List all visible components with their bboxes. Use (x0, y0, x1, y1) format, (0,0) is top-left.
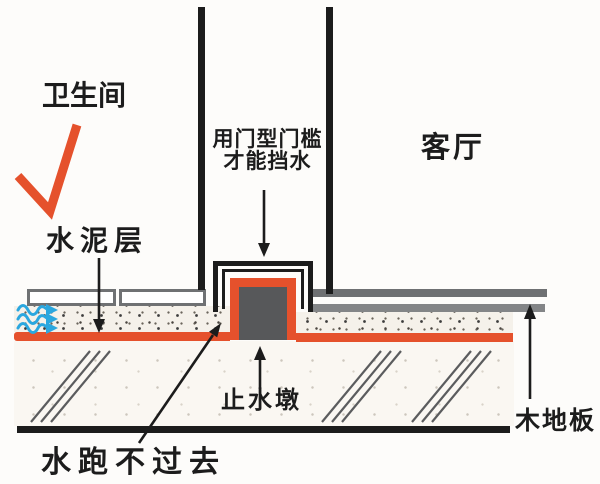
waterproof-membrane-right (296, 333, 513, 342)
threshold-note-line1: 用门型门槛 (212, 128, 323, 151)
wood-floor-top-layer (313, 289, 547, 297)
cement-screed-left (14, 306, 230, 332)
door-shaped-threshold-inner (222, 269, 304, 309)
door-shaped-threshold-outer (213, 261, 313, 312)
threshold-note: 用门型门槛 才能挡水 (195, 128, 340, 174)
water-stop-pier-label: 止水墩 (221, 387, 302, 414)
wood-floor-bottom-layer (313, 304, 545, 312)
slab-bottom-line (17, 426, 510, 433)
waterproof-membrane-left (14, 332, 230, 341)
water-blocked-label: 水跑不过去 (41, 446, 226, 479)
living-room-label: 客厅 (421, 132, 486, 164)
bathroom-label: 卫生间 (42, 80, 127, 111)
cement-layer-label: 水泥层 (46, 225, 149, 256)
waterproof-membrane-cap (230, 278, 296, 340)
threshold-note-line2: 才能挡水 (223, 150, 312, 174)
threshold-arrow (258, 190, 270, 257)
bathroom-tile-1 (27, 289, 116, 306)
water-stop-pier-block (239, 287, 287, 340)
checkmark-icon (14, 123, 82, 220)
door-frame-left-wall (198, 7, 205, 290)
wood-floor-label: 木地板 (515, 407, 597, 435)
cement-screed-right (296, 312, 513, 333)
bathroom-tile-2 (119, 289, 206, 306)
wood-floor-arrow (524, 304, 536, 399)
door-frame-right-wall (326, 7, 333, 294)
